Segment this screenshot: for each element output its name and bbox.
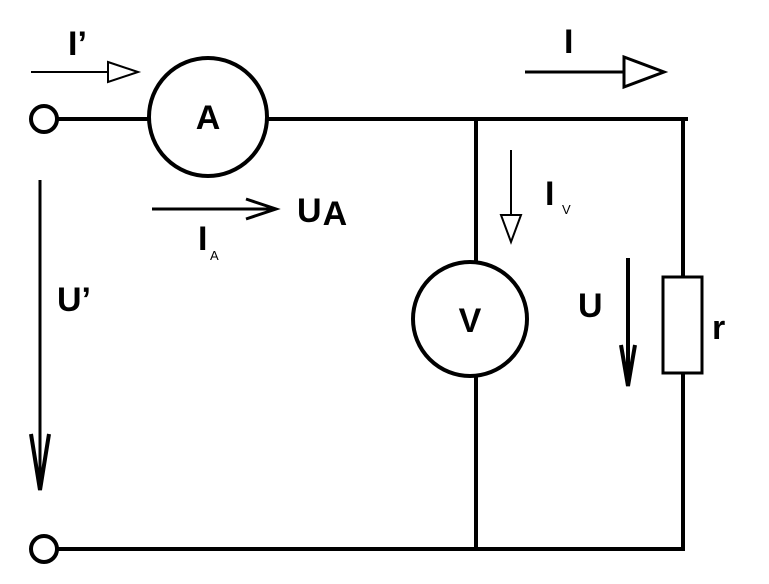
input-terminal-bottom xyxy=(29,534,59,564)
ammeter-label: A xyxy=(196,99,221,137)
u-arrow-head xyxy=(619,344,637,387)
i-label: I xyxy=(564,23,573,61)
input-terminal-top xyxy=(29,104,59,134)
ammeter-symbol xyxy=(147,56,269,178)
i-a-label: I xyxy=(198,220,207,258)
u-a-label: UA xyxy=(297,192,347,233)
voltmeter-symbol xyxy=(411,260,529,378)
i-v-arrow-head xyxy=(499,214,523,245)
i-v-label: I xyxy=(545,175,554,213)
u-prime-arrow-head xyxy=(29,433,51,491)
voltmeter-label: V xyxy=(459,302,482,340)
i-prime-arrow-head xyxy=(107,60,142,84)
u-prime-label: U’ xyxy=(57,281,91,319)
i-v-subscript: V xyxy=(562,202,571,217)
resistor-symbol xyxy=(661,275,704,375)
resistor-label: r xyxy=(712,309,725,347)
u-a-arrow-head xyxy=(245,197,281,221)
i-arrow-head xyxy=(622,54,669,90)
i-a-subscript: A xyxy=(210,248,219,263)
u-label: U xyxy=(578,287,603,325)
i-prime-label: I’ xyxy=(68,25,87,63)
